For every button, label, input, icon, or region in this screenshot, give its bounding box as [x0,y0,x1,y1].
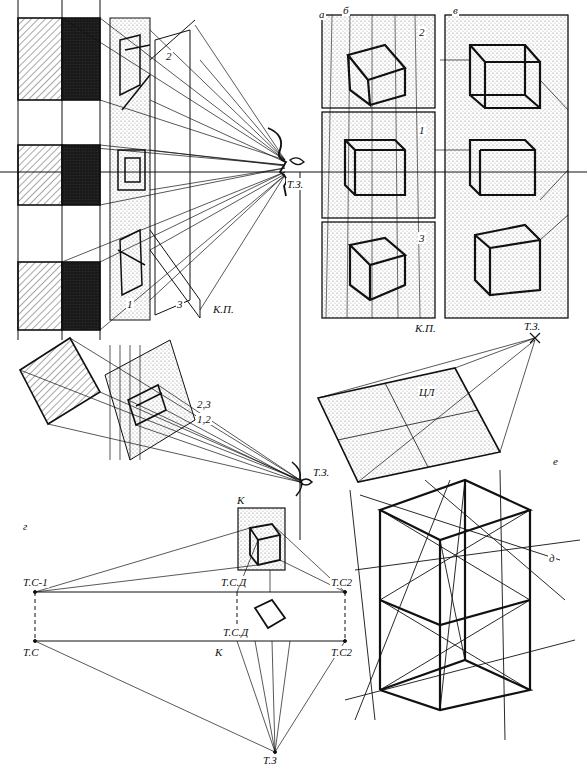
figure-label: К.П. [212,303,235,315]
figure-label: Т.З. [286,178,304,190]
figure-label: К.П. [414,322,437,334]
figure-label: Т.С.Д [220,576,247,588]
figure-label: Т.З [262,754,278,766]
figure-label: 1,2 [196,413,212,425]
figure-label: Т.С2 [330,646,353,658]
figure-label: 2,3 [196,398,212,410]
figure-label: д [548,552,556,564]
figure-label: а [318,8,326,20]
figure-label: 3 [418,232,426,244]
figure-label: ЦЛ [418,386,435,398]
figure-label: е [552,455,559,467]
figure-label: Т.С-1 [22,576,49,588]
figure-label: 1 [418,124,426,136]
figure-label: Т.З. [312,466,330,478]
figure-label: Т.С2 [330,576,353,588]
figure-label: 3 [176,298,184,310]
figure-label: в [452,4,459,16]
figure-label: 2 [418,26,426,38]
figure-label: г [22,520,28,532]
figure-label: К [214,646,223,658]
figure-label: Т.С.Д [222,626,249,638]
figure-label: Т.С [22,646,40,658]
figure-label: Т.З. [523,320,541,332]
figure-label: К [236,494,245,506]
figure-label: 2 [165,50,173,62]
figure-label: б [342,4,350,16]
figure-label: 1 [126,298,134,310]
